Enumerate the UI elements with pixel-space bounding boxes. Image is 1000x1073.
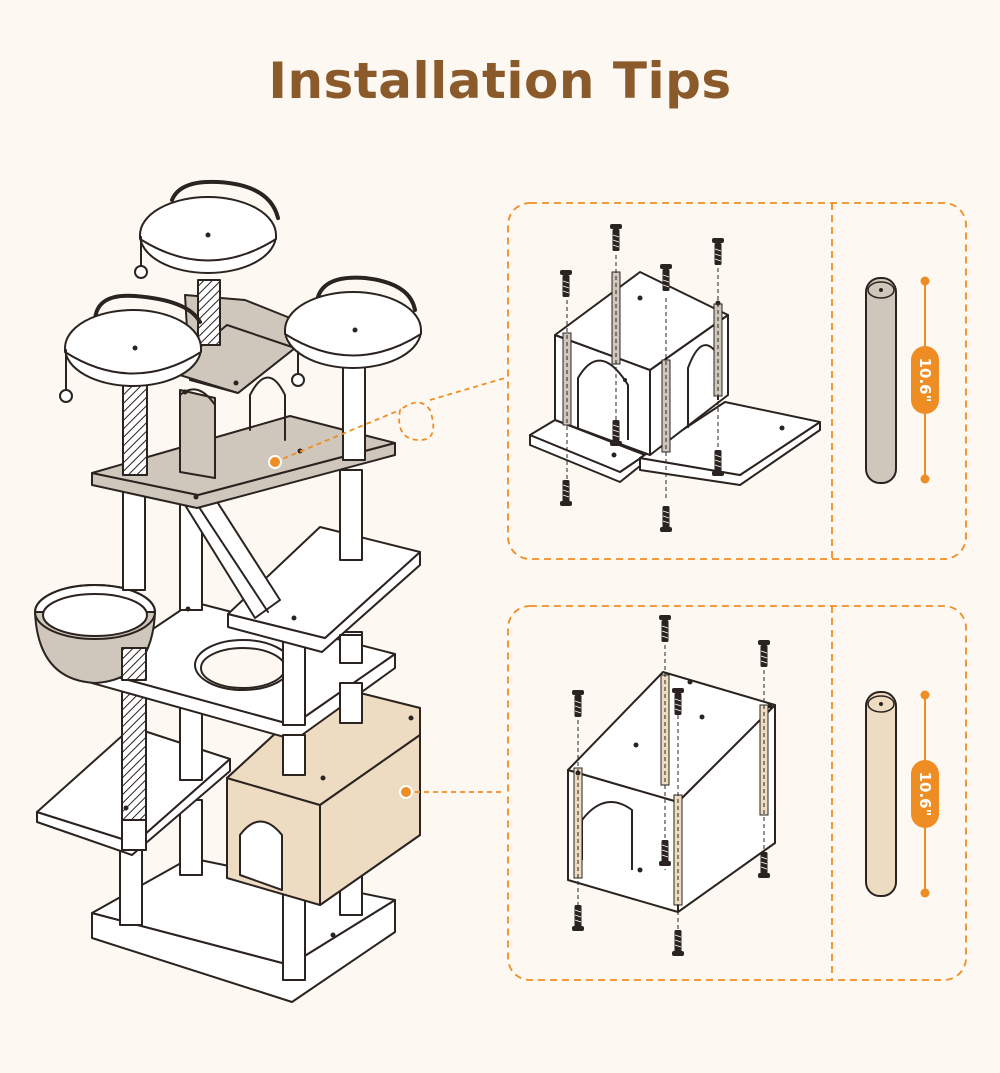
callout-dot-lower xyxy=(399,785,413,799)
callout-dot-upper xyxy=(268,455,282,469)
lower-detail-panel: 10.6" xyxy=(507,605,967,981)
lower-post-height: 10.6" xyxy=(916,772,934,817)
page-title: Installation Tips xyxy=(268,52,732,110)
upper-detail-panel: 10.6" xyxy=(507,202,967,560)
lower-post-icon xyxy=(865,691,897,897)
upper-post-icon xyxy=(865,277,897,484)
callout-lines xyxy=(274,377,506,793)
upper-post-height: 10.6" xyxy=(916,358,934,403)
cat-tree-drawing xyxy=(34,179,422,1003)
